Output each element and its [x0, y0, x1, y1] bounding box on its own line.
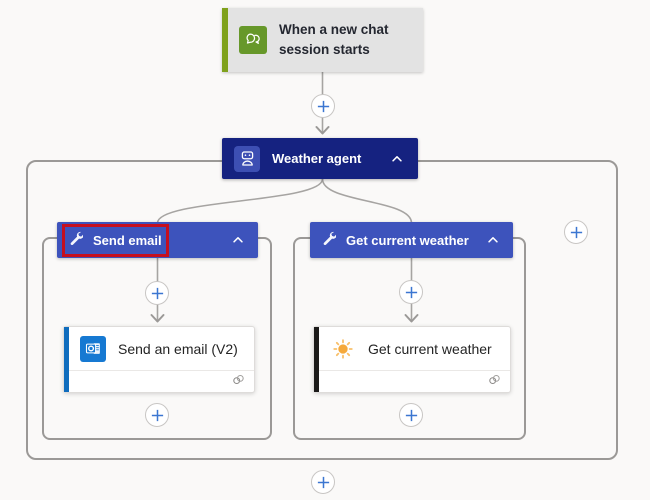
insert-step-button-weather-scope[interactable]: [399, 280, 423, 304]
weather-agent-header[interactable]: Weather agent: [222, 138, 418, 179]
send-email-action-card[interactable]: Send an email (V2): [63, 326, 255, 393]
trigger-title: When a new chat session starts: [279, 22, 389, 57]
add-parallel-branch-button[interactable]: [564, 220, 588, 244]
add-action-button-after-agent[interactable]: [311, 470, 335, 494]
bot-icon: [234, 145, 260, 172]
outlook-icon: [80, 335, 106, 362]
sun-icon: [330, 336, 356, 362]
wrench-icon: [321, 230, 337, 250]
trigger-accent-bar: [222, 8, 228, 72]
send-email-scope-header[interactable]: Send email: [57, 222, 258, 258]
add-action-button-weather-scope[interactable]: [399, 403, 423, 427]
send-email-collapse-button[interactable]: [229, 231, 247, 249]
get-weather-scope-header[interactable]: Get current weather: [310, 222, 513, 258]
chat-bubbles-icon: [239, 26, 267, 54]
action-title: Send an email (V2): [118, 340, 238, 357]
trigger-card[interactable]: When a new chat session starts: [222, 8, 423, 72]
connection-icon: [231, 372, 246, 392]
agent-label: Weather agent: [272, 151, 362, 166]
add-action-button-send-scope[interactable]: [145, 403, 169, 427]
connection-icon: [487, 372, 502, 392]
wrench-icon: [68, 230, 84, 250]
action-title: Get current weather: [368, 340, 492, 357]
insert-step-button-after-trigger[interactable]: [311, 94, 335, 118]
agent-collapse-button[interactable]: [388, 150, 406, 168]
card-accent-bar: [314, 327, 319, 392]
insert-step-button-send-scope[interactable]: [145, 281, 169, 305]
card-accent-bar: [64, 327, 69, 392]
scope-label: Get current weather: [346, 232, 469, 248]
get-weather-action-card[interactable]: Get current weather: [313, 326, 511, 393]
get-weather-collapse-button[interactable]: [484, 231, 502, 249]
scope-label: Send email: [93, 232, 162, 248]
